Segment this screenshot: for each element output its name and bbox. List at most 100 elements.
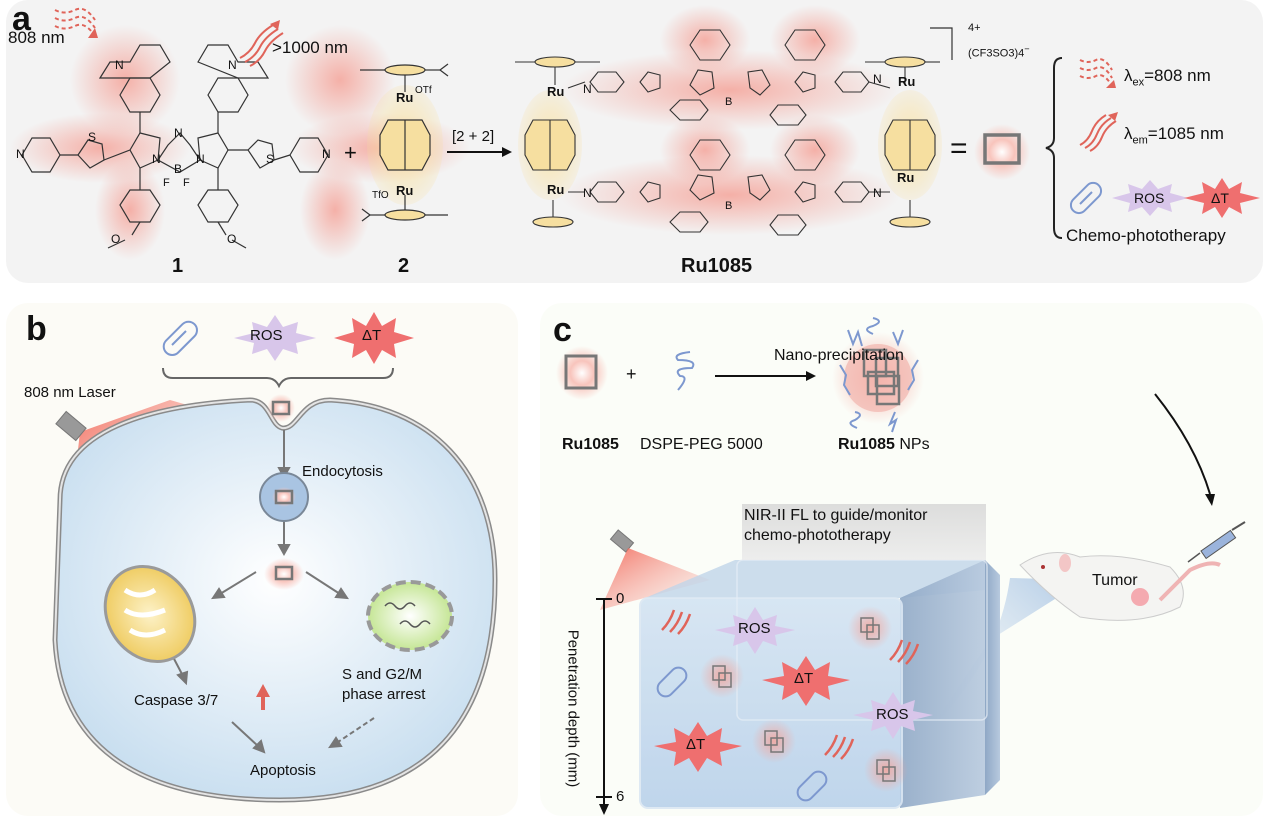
atom-s: S (88, 130, 97, 144)
endocytosis-label: Endocytosis (302, 463, 383, 480)
charge-label: 4+ (968, 22, 981, 34)
heat-burst-icon (334, 312, 414, 364)
compound-1-glow (10, 25, 470, 260)
atom-n: N (152, 152, 161, 166)
nanoparticle-icon (700, 606, 908, 792)
legend-dt-text: ΔT (1211, 190, 1229, 206)
atom-n: N (16, 147, 25, 161)
dspe-peg-icon (675, 351, 695, 391)
atom-n: N (583, 186, 592, 200)
ru1085-nps-bold: Ru1085 (838, 436, 895, 453)
heat-burst-icon (654, 656, 850, 772)
nir-caption-1: NIR-II FL to guide/monitor (744, 507, 928, 524)
ru1085-label: Ru1085 (562, 436, 619, 453)
excitation-wave-icon (54, 7, 98, 38)
mouse-illustration (1019, 552, 1221, 621)
lambda-symbol: λ (1124, 124, 1133, 143)
legend-excitation: λex=808 nm (1124, 66, 1211, 88)
ex-value: =808 nm (1144, 66, 1211, 85)
counterion-formula: (CF3SO3)4 (968, 47, 1025, 60)
mitochondrion-icon (103, 564, 197, 664)
atom-n: N (174, 126, 183, 140)
increase-arrow-icon (256, 684, 270, 710)
em-value: =1085 nm (1147, 124, 1224, 143)
legend-heat-burst-icon (1184, 178, 1260, 218)
syringe-icon (1187, 521, 1246, 563)
legend-ros-burst-icon (1112, 180, 1188, 216)
panel-a-label: a (12, 0, 31, 38)
depth-max-label: 6 (616, 788, 625, 805)
atom-n: N (583, 82, 592, 96)
em-subscript: em (1132, 134, 1148, 147)
depth-min-label: 0 (616, 590, 625, 607)
drug-capsule-icon (656, 666, 828, 802)
legend-drug-capsule-icon (1069, 181, 1103, 215)
reaction-label: [2 + 2] (452, 128, 495, 145)
atom-otf: OTf (415, 85, 432, 96)
legend-excitation-wave-icon (1079, 58, 1116, 88)
nir-caption-box (742, 504, 986, 560)
atom-n: N (873, 72, 882, 86)
legend-ros-text: ROS (1134, 190, 1165, 206)
atom-s: S (266, 152, 275, 166)
dt-label: ΔT (794, 670, 814, 687)
atom-o: O (111, 232, 121, 246)
atom-n: N (322, 147, 331, 161)
dspe-peg-label: DSPE-PEG 5000 (640, 436, 763, 453)
ru1085-nps-label: Ru1085 NPs (838, 436, 930, 454)
ros-label: ROS (738, 620, 771, 637)
atom-n: N (196, 152, 205, 166)
drug-capsule-icon (162, 320, 198, 356)
counterion-label: (CF3SO3)4− (968, 44, 1030, 60)
ros-burst-icon (715, 607, 933, 739)
atom-ru: Ru (396, 90, 414, 105)
compound-1-structure (21, 44, 329, 249)
emission-label: >1000 nm (272, 38, 349, 57)
plus-sign: + (626, 364, 637, 384)
compound-2-label: 2 (398, 255, 410, 277)
atom-n: N (873, 186, 882, 200)
emission-wave-icon (239, 20, 284, 67)
ex-subscript: ex (1132, 76, 1145, 89)
apoptosis-label: Apoptosis (250, 762, 316, 779)
atom-ru: Ru (547, 182, 565, 197)
legend-emission: λem=1085 nm (1124, 124, 1224, 146)
nucleus-dna-icon (366, 580, 454, 652)
equals-sign: = (950, 132, 968, 165)
atom-f: F (163, 177, 170, 189)
arrest-label-1: S and G2/M (342, 666, 423, 683)
atom-o: O (227, 232, 237, 246)
tumor-label: Tumor (1092, 572, 1138, 589)
laser-label: 808 nm Laser (24, 384, 116, 401)
atom-ru: Ru (547, 84, 565, 99)
ros-label: ROS (876, 706, 909, 723)
legend-emission-wave-icon (1079, 112, 1118, 152)
lambda-symbol: λ (1124, 66, 1133, 85)
dt-label: ΔT (686, 736, 706, 753)
caspase-label: Caspase 3/7 (134, 692, 219, 709)
ros-label: ROS (250, 327, 283, 344)
atom-ru: Ru (897, 170, 915, 185)
nanoprecip-label: Nano-precipitation (774, 347, 904, 364)
depth-axis (596, 598, 612, 815)
atom-tfo: TfO (372, 190, 389, 201)
plus-sign: + (344, 140, 357, 165)
legend-caption: Chemo-phototherapy (1066, 226, 1226, 245)
emission-wave-icon (661, 609, 920, 760)
product-label: Ru1085 (681, 255, 753, 277)
nanoparticle-icon (832, 317, 924, 433)
atom-n: N (228, 58, 237, 72)
arrest-label-2: phase arrest (342, 686, 426, 703)
atom-b: B (174, 162, 183, 176)
panel-c-label: c (553, 311, 572, 349)
compound-1-label: 1 (172, 255, 184, 277)
atom-b: B (725, 200, 733, 212)
